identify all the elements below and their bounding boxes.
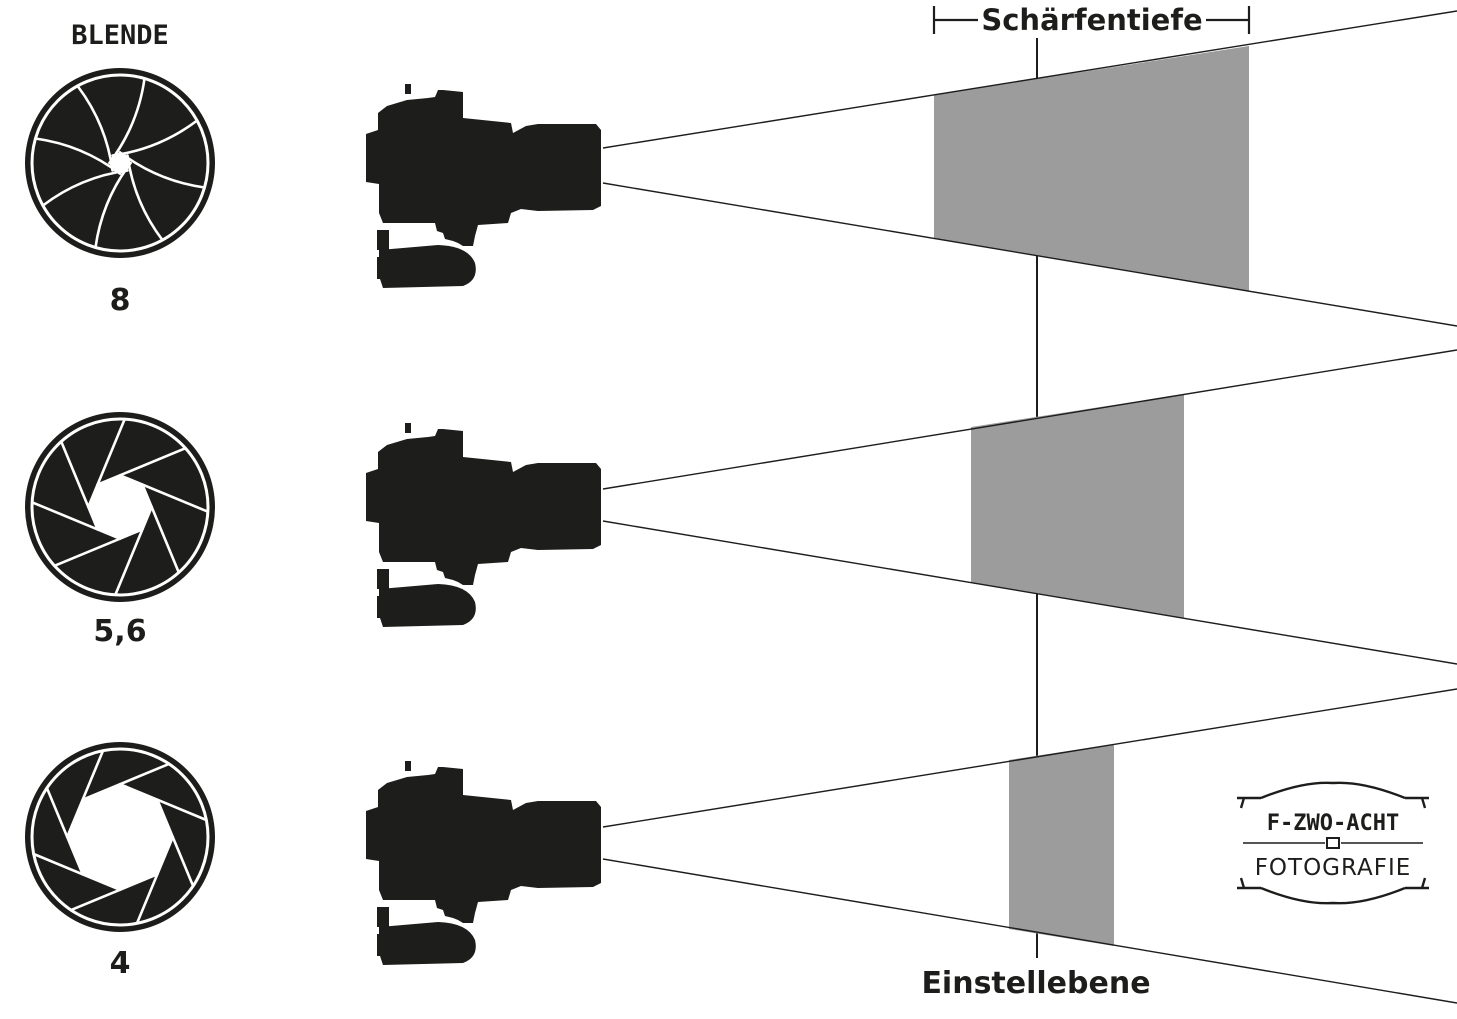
logo-line-1: F-ZWO-ACHT — [1267, 811, 1399, 836]
view-cone-upper-line — [602, 10, 1457, 149]
f-zwo-acht-logo: F-ZWO-ACHT FOTOGRAFIE — [1237, 781, 1429, 905]
view-cone-lower-line — [602, 182, 1457, 327]
camera-silhouette-icon — [366, 423, 601, 627]
aperture-icon — [25, 412, 215, 602]
aperture-icon — [25, 742, 215, 932]
depth-of-field-bracket — [932, 6, 1251, 34]
aperture-title: BLENDE — [71, 20, 169, 51]
aperture-value-label: 4 — [110, 946, 131, 981]
row-aperture-5-6: 5,6 — [25, 349, 1457, 665]
depth-of-field-zone — [934, 46, 1249, 291]
aperture-value-label: 5,6 — [93, 614, 146, 649]
aperture-icon — [25, 68, 215, 258]
logo-line-2: FOTOGRAFIE — [1255, 855, 1412, 881]
view-cone-lower-line — [602, 858, 1457, 1004]
aperture-value-label: 8 — [110, 283, 131, 318]
row-aperture-4: 4 — [25, 688, 1457, 1004]
view-cone-lower-line — [602, 520, 1457, 665]
camera-silhouette-icon — [366, 761, 601, 965]
camera-silhouette-icon — [366, 84, 601, 288]
depth-of-field-zone — [1009, 744, 1114, 946]
view-cone-upper-line — [602, 688, 1457, 828]
view-cone-upper-line — [602, 349, 1457, 490]
depth-of-field-zone — [971, 394, 1184, 618]
row-aperture-8: 8 — [25, 10, 1457, 327]
focal-plane-label: Einstellebene — [921, 966, 1150, 1001]
depth-of-field-label: Schärfentiefe — [981, 3, 1202, 37]
